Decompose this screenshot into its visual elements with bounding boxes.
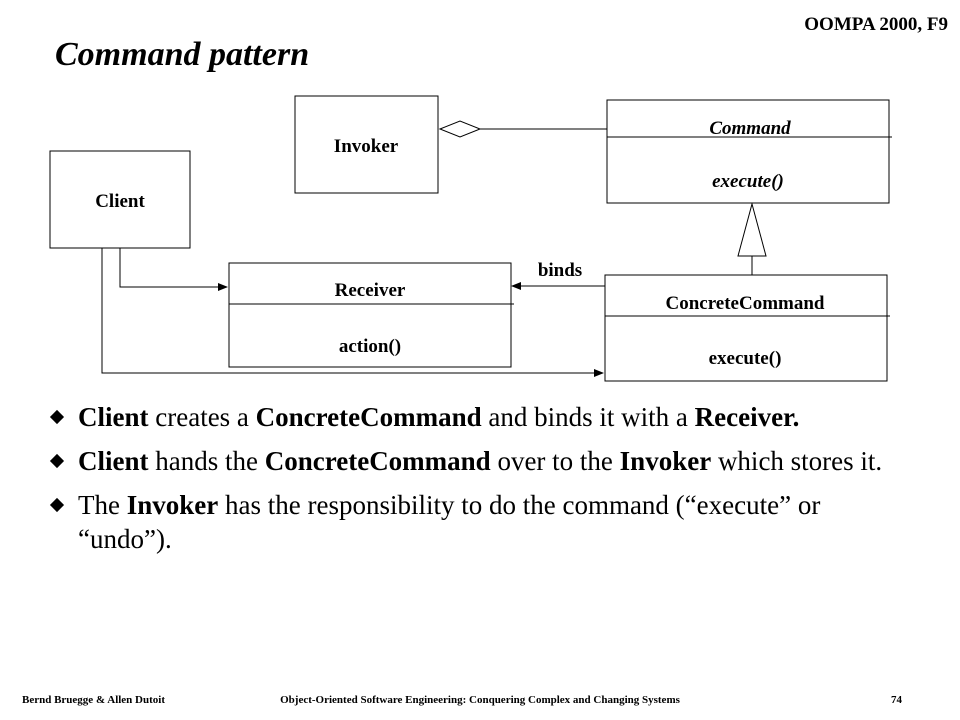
bullet-run: has the responsibility to do the command… [78,490,821,554]
bullet-run: over to the [490,446,620,476]
bullet-term: ConcreteCommand [264,446,491,476]
bullet-term: Client [78,446,149,476]
receiver-class-name: Receiver [335,280,406,301]
invoker-class-name: Invoker [334,136,399,157]
concrete-command-class-name: ConcreteCommand [665,293,824,314]
aggregation-invoker-command [438,120,607,138]
bullet-run: The [78,490,127,520]
bullet-item: The Invoker has the responsibility to do… [49,488,910,556]
bullet-text: Client hands the ConcreteCommand over to… [78,446,882,476]
generalization-concrete-to-command [737,202,767,275]
bullet-term: Receiver. [694,402,800,432]
bullet-term: ConcreteCommand [255,402,482,432]
footer-authors: Bernd Bruegge & Allen Dutoit [22,694,165,706]
client-receiver-link [119,248,228,291]
binds-label: binds [538,260,582,281]
command-class: Command execute() [606,99,892,204]
bullet-run: creates a [148,402,256,432]
footer-page-number: 74 [891,694,902,706]
bullet-run: and binds it with a [481,402,695,432]
command-class-name: Command [709,118,791,139]
inheritance-triangle-icon [737,202,767,257]
command-operation: execute() [712,171,784,192]
bullet-item: Client hands the ConcreteCommand over to… [49,444,910,478]
diamond-bullet-icon [49,453,65,469]
bullet-list: Client creates a ConcreteCommand and bin… [49,400,910,566]
diamond-bullet-icon [49,497,65,513]
bullet-term: Client [78,402,149,432]
receiver-operation: action() [339,336,401,357]
bullet-text: Client creates a ConcreteCommand and bin… [78,402,799,432]
bullet-term: Invoker [126,490,219,520]
client-class: Client [49,150,191,249]
course-label: OOMPA 2000, F9 [804,14,948,35]
concrete-command-class: ConcreteCommand execute() [604,274,890,382]
uml-diagram: Client Invoker Command execute() Receive… [49,95,892,382]
footer-book-title: Object-Oriented Software Engineering: Co… [280,694,680,706]
bullet-item: Client creates a ConcreteCommand and bin… [49,400,910,434]
concrete-command-operation: execute() [709,348,782,369]
diamond-bullet-icon [49,409,65,425]
bullet-text: The Invoker has the responsibility to do… [78,490,820,554]
client-concrete-link [101,248,604,377]
page-title: Command pattern [55,36,310,73]
bullet-run: which stores it. [711,446,883,476]
bullet-run: hands the [148,446,265,476]
bullet-term: Invoker [619,446,712,476]
binds-association: binds [511,260,605,290]
invoker-class: Invoker [294,95,439,194]
client-class-name: Client [95,191,145,212]
receiver-class: Receiver action() [228,262,514,368]
aggregation-diamond-icon [438,120,482,138]
